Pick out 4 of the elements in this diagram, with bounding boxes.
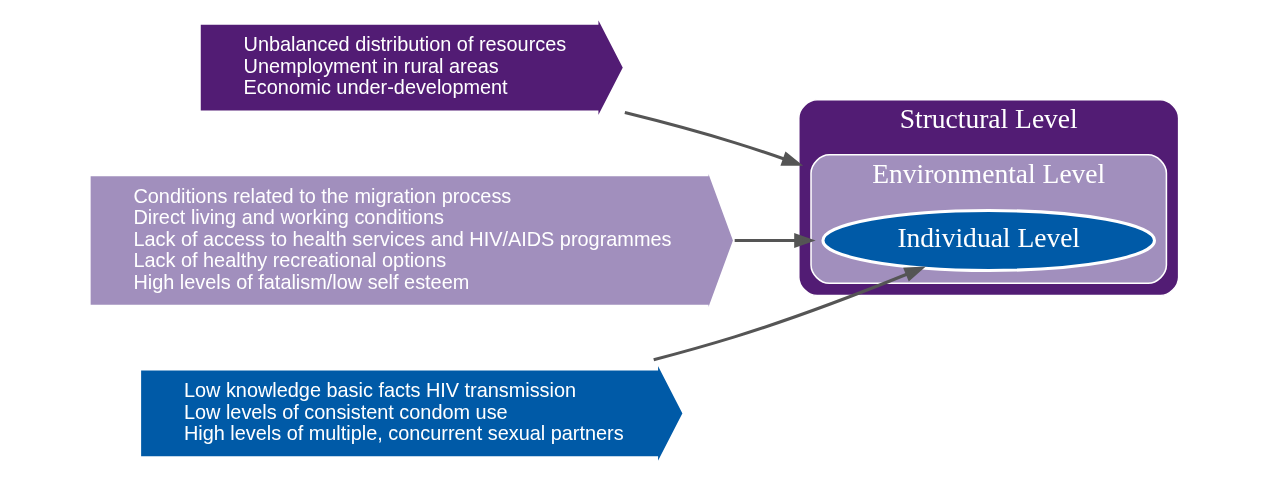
arrow [652, 266, 926, 362]
arrow [734, 233, 816, 248]
arrow [623, 111, 803, 166]
node-ellipse: Individual Level [820, 209, 1156, 272]
